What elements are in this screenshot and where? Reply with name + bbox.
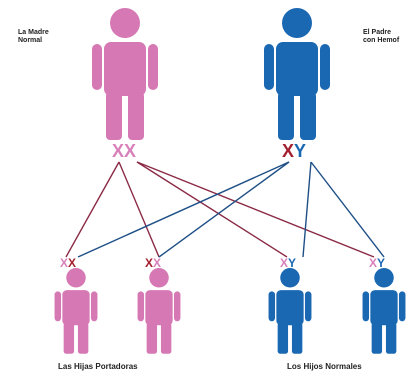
mother-figure (92, 8, 158, 140)
child-4-figure (362, 268, 406, 354)
child-1-genotype: XX (60, 256, 76, 270)
child-4-figure-right-leg (385, 322, 397, 354)
child-1-figure-right-arm (90, 291, 98, 322)
child-2-figure-left-leg (146, 322, 158, 354)
mother-figure-torso (104, 42, 146, 96)
child-4-allele-1: X (369, 256, 378, 270)
father-figure-left-arm (264, 44, 274, 90)
child-4-figure-left-leg (371, 322, 383, 354)
child-4-figure-torso (370, 290, 398, 326)
mother-figure-head (110, 8, 140, 38)
daughters-caption: Las Hijas Portadoras (58, 362, 138, 371)
mother-allele-1: X (112, 141, 125, 161)
mother-label-line2: Normal (18, 37, 43, 44)
inheritance-line-5 (77, 161, 290, 258)
mother-label-line1: La Madre (18, 29, 49, 36)
child-2-figure-left-arm (137, 291, 145, 322)
child-1-figure-left-arm (54, 291, 62, 322)
child-3-figure-torso (276, 290, 304, 326)
inheritance-line-7 (302, 161, 312, 258)
father-figure-torso (276, 42, 318, 96)
child-1-figure-right-leg (77, 322, 89, 354)
child-2-figure-torso (145, 290, 173, 326)
child-2-genotype: XX (145, 256, 161, 270)
figures (54, 8, 406, 354)
father-figure-right-leg (300, 92, 316, 140)
father-label-line1: El Padre (363, 29, 392, 36)
child-2-allele-1: X (145, 256, 154, 270)
father-allele-2: Y (294, 141, 307, 161)
inheritance-line-2 (118, 161, 160, 258)
sons-caption: Los Hijos Normales (287, 362, 362, 371)
mother-figure-left-leg (106, 92, 122, 140)
inheritance-line-6 (158, 161, 290, 258)
child-3-figure-left-leg (277, 322, 289, 354)
mother-genotype: XX (112, 141, 136, 161)
mother-allele-2: X (124, 141, 137, 161)
child-3-figure-head (280, 268, 300, 288)
child-4-figure-right-arm (398, 291, 406, 322)
inheritance-lines (65, 161, 385, 258)
inheritance-line-4 (136, 161, 375, 258)
child-3-allele-1: X (280, 256, 289, 270)
child-3-figure-right-arm (304, 291, 312, 322)
inheritance-line-8 (310, 161, 385, 258)
child-1-figure-left-leg (63, 322, 75, 354)
child-4-genotype: XY (369, 256, 385, 270)
child-1-figure (54, 268, 98, 354)
mother-label: La Madre Normal (18, 29, 49, 45)
child-4-figure-left-arm (362, 291, 370, 322)
child-4-figure-head (374, 268, 394, 288)
child-2-figure-right-arm (173, 291, 181, 322)
child-3-genotype: XY (280, 256, 296, 270)
child-3-allele-2: Y (288, 256, 297, 270)
child-1-allele-1: X (60, 256, 69, 270)
father-figure-right-arm (320, 44, 330, 90)
mother-figure-left-arm (92, 44, 102, 90)
father-allele-1: X (282, 141, 295, 161)
child-2-figure (137, 268, 181, 354)
child-2-figure-head (149, 268, 169, 288)
child-1-allele-2: X (68, 256, 77, 270)
inheritance-line-3 (136, 161, 288, 258)
child-3-figure-right-leg (291, 322, 303, 354)
inheritance-line-1 (65, 161, 120, 258)
mother-figure-right-arm (148, 44, 158, 90)
child-4-allele-2: Y (377, 256, 386, 270)
child-2-allele-2: X (153, 256, 162, 270)
father-genotype: XY (282, 141, 306, 161)
father-label: El Padre con Hemof (363, 29, 399, 45)
mother-figure-right-leg (128, 92, 144, 140)
father-label-line2: con Hemof (363, 37, 400, 44)
child-1-figure-torso (62, 290, 90, 326)
child-3-figure-left-arm (268, 291, 276, 322)
father-figure-left-leg (278, 92, 294, 140)
child-1-figure-head (66, 268, 86, 288)
child-2-figure-right-leg (160, 322, 172, 354)
child-3-figure (268, 268, 312, 354)
father-figure-head (282, 8, 312, 38)
father-figure (264, 8, 330, 140)
